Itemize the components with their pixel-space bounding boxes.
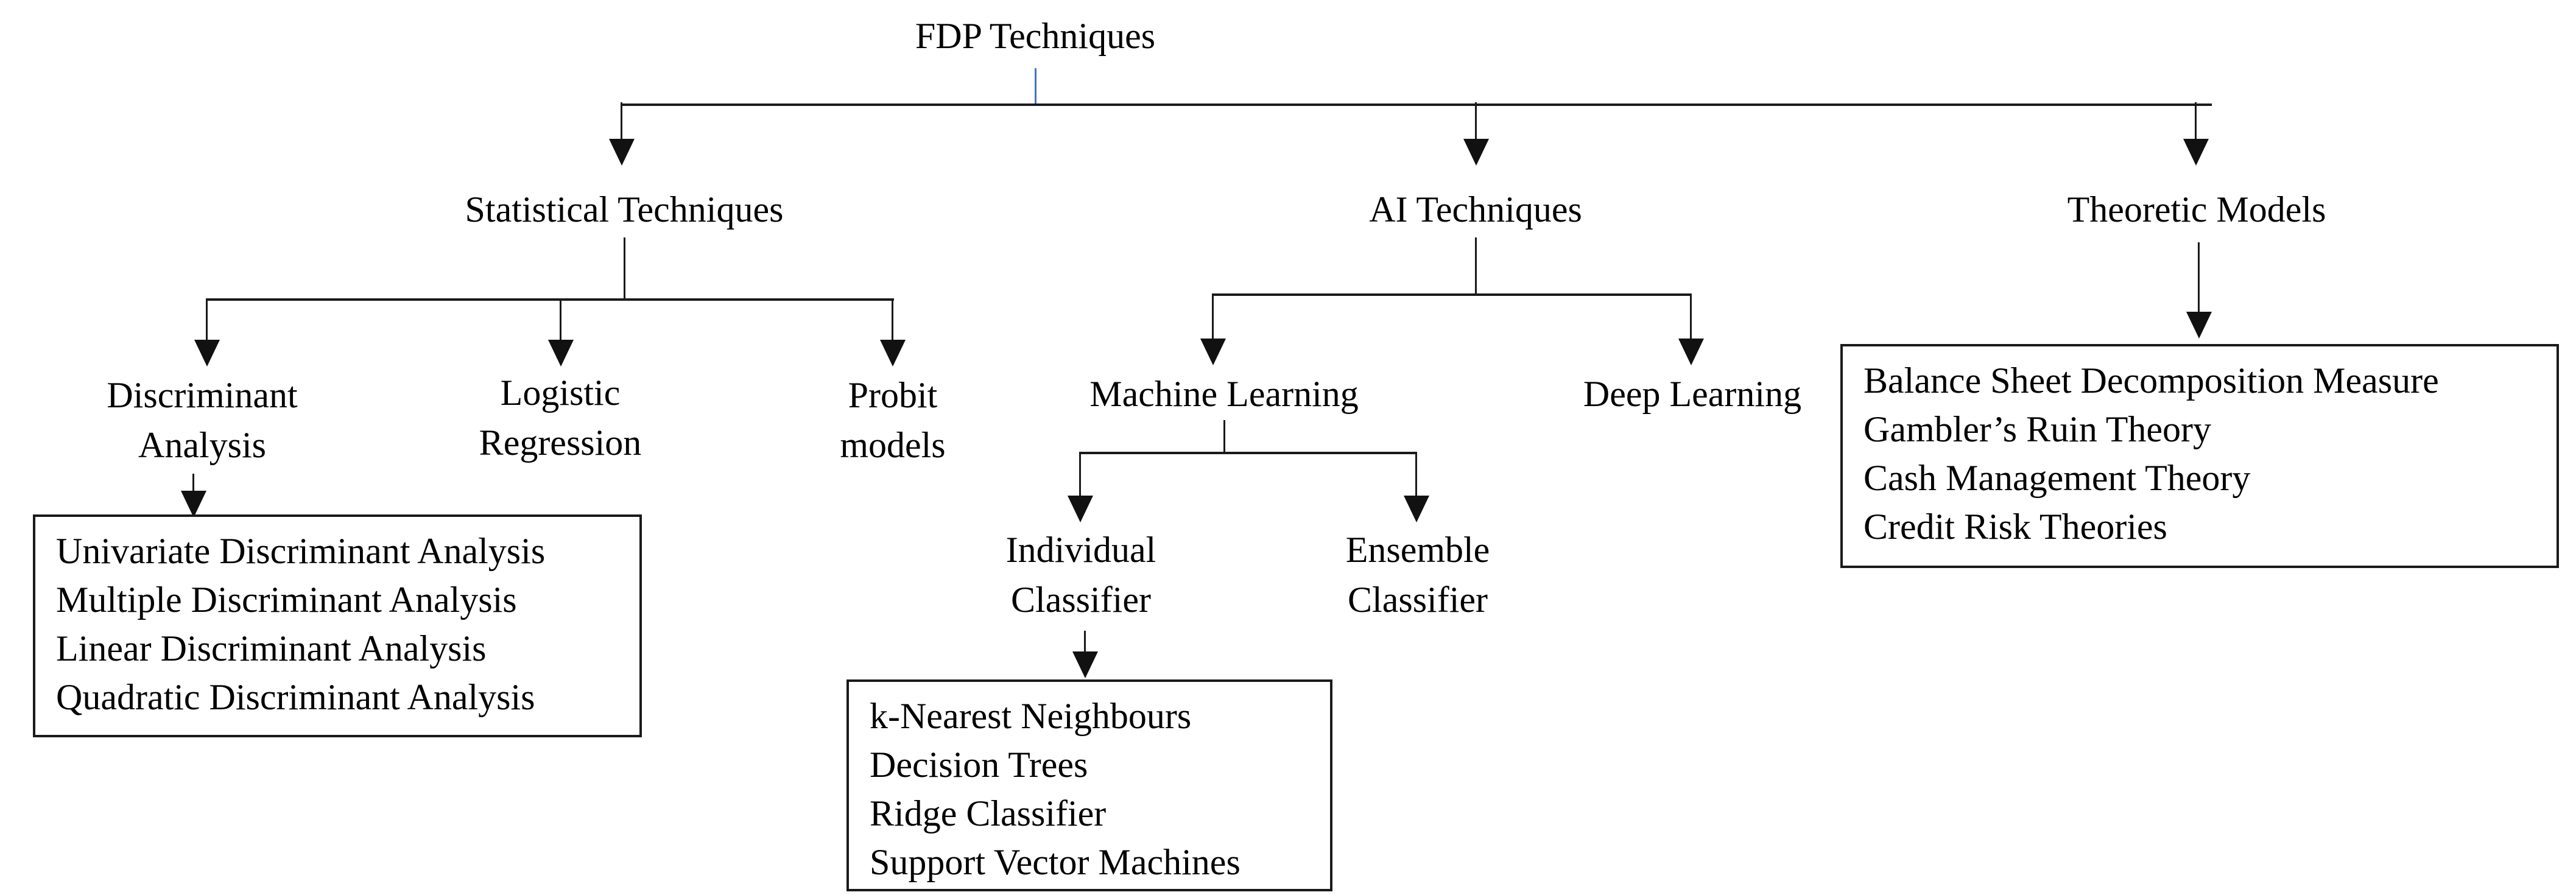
connector-ml-stub <box>1223 420 1225 454</box>
arrow-down-icon <box>2183 139 2209 166</box>
arrow-down-icon <box>181 491 206 518</box>
node-machine-learning: Machine Learning <box>1089 374 1359 414</box>
connector-statistical <box>621 102 622 140</box>
arrow-down-icon <box>1463 139 1489 166</box>
discriminant-analysis-box: Univariate Discriminant Analysis Multipl… <box>33 514 642 737</box>
connector-theoretic <box>2195 102 2197 140</box>
box-item: Balance Sheet Decomposition Measure <box>1863 360 2439 401</box>
node-deep-learning: Deep Learning <box>1583 374 1802 414</box>
connector-individual <box>1079 454 1081 497</box>
box-item: k-Nearest Neighbours <box>870 696 1192 736</box>
connector-theoretic-box <box>2198 242 2200 314</box>
individual-classifier-box: k-Nearest Neighbours Decision Trees Ridg… <box>846 679 1332 891</box>
node-label-line: models <box>840 425 946 465</box>
connector-logistic <box>560 301 561 341</box>
connector-probit <box>892 301 893 341</box>
box-item: Decision Trees <box>870 745 1088 785</box>
connector-ai-stub <box>1475 237 1477 295</box>
arrow-down-icon <box>1678 339 1704 365</box>
arrow-down-icon <box>1068 496 1093 522</box>
node-label-line: Individual <box>1005 530 1156 570</box>
node-discriminant-analysis: Discriminant Analysis <box>107 370 297 470</box>
node-individual-classifier: Individual Classifier <box>1006 525 1156 625</box>
main-branch-hline <box>621 104 2212 106</box>
box-item: Cash Management Theory <box>1863 458 2251 498</box>
ml-branch-hline <box>1079 452 1417 454</box>
node-label-line: Analysis <box>138 425 266 465</box>
box-item: Gambler’s Ruin Theory <box>1863 409 2212 449</box>
node-label-line: Logistic <box>500 373 621 413</box>
connector-statistical-stub <box>624 237 625 300</box>
box-item: Quadratic Discriminant Analysis <box>56 677 535 717</box>
node-ai-techniques: AI Techniques <box>1369 189 1582 230</box>
node-logistic-regression: Logistic Regression <box>479 368 642 468</box>
connector-discriminant-box <box>192 474 194 493</box>
box-item: Ridge Classifier <box>870 793 1107 834</box>
connector-individual-box <box>1084 631 1086 654</box>
ai-branch-hline <box>1212 293 1692 296</box>
arrow-down-icon <box>880 340 906 367</box>
box-item: Credit Risk Theories <box>1863 507 2167 547</box>
box-item: Support Vector Machines <box>870 842 1240 882</box>
box-item: Linear Discriminant Analysis <box>56 628 487 669</box>
arrow-down-icon <box>194 340 220 367</box>
node-theoretic-models: Theoretic Models <box>2067 189 2326 230</box>
connector-ensemble <box>1415 454 1417 497</box>
node-label-line: Ensemble <box>1345 530 1490 570</box>
arrow-down-icon <box>1072 651 1098 678</box>
arrow-down-icon <box>1404 496 1429 522</box>
node-label-line: Regression <box>479 423 642 463</box>
box-item: Univariate Discriminant Analysis <box>56 531 546 571</box>
node-label-line: Discriminant <box>107 375 298 415</box>
connector-discriminant <box>206 301 208 341</box>
node-statistical-techniques: Statistical Techniques <box>465 189 784 230</box>
connector-machine-learning <box>1212 296 1214 340</box>
box-item: Multiple Discriminant Analysis <box>56 580 517 620</box>
arrow-down-icon <box>548 340 574 367</box>
connector-ai <box>1475 102 1477 140</box>
theoretic-models-box: Balance Sheet Decomposition Measure Gamb… <box>1840 344 2559 568</box>
arrow-down-icon <box>609 139 635 166</box>
arrow-down-icon <box>1200 339 1226 365</box>
node-label-line: Classifier <box>1348 580 1488 620</box>
arrow-down-icon <box>2186 312 2212 339</box>
node-probit-models: Probit models <box>840 370 945 470</box>
node-label-line: Probit <box>848 375 938 415</box>
root-node-label: FDP Techniques <box>915 16 1156 56</box>
node-label-line: Classifier <box>1011 580 1151 620</box>
node-ensemble-classifier: Ensemble Classifier <box>1346 525 1490 625</box>
statistical-branch-hline <box>206 298 894 301</box>
connector-deep-learning <box>1690 296 1692 340</box>
root-connector-stub <box>1035 68 1036 105</box>
